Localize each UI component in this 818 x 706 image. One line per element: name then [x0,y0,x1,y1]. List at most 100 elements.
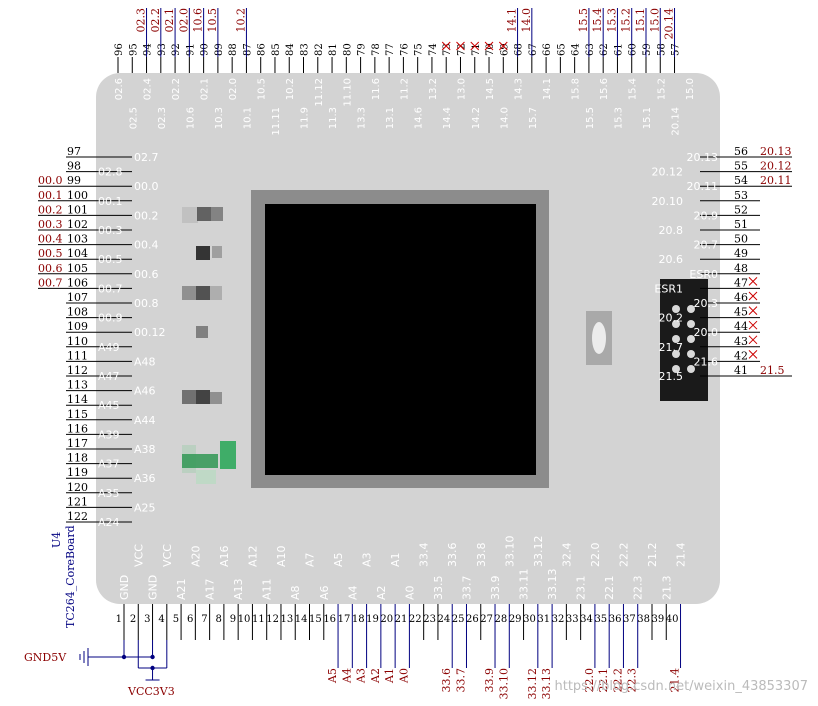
connector-pin [672,350,680,358]
blurred-component [211,207,223,221]
pin-label: 00.12 [134,326,166,339]
pin-number: 89 [214,43,225,56]
pin-number: 78 [371,43,382,56]
net-label: A4 [340,668,353,684]
pin-label: 02.5 [128,107,139,129]
no-connect-mark [748,291,758,301]
pin-number: 96 [114,43,125,56]
pin-label: 10.6 [185,107,196,129]
pin-number: 67 [528,43,539,56]
pin-label: 20.12 [652,166,684,179]
pin-label: 13.2 [428,78,439,100]
blurred-component [196,390,210,404]
pin-number: 44 [734,320,748,333]
pin-number: 24 [437,614,450,625]
pin-number: 56 [734,145,748,158]
pin-label: 00.4 [134,239,159,252]
pin-number: 106 [67,276,88,289]
net-label: 00.2 [38,203,63,216]
pin-number: 1 [116,614,122,625]
pin-label: 00.8 [134,297,159,310]
pin-label: 15.4 [628,78,639,100]
net-label: 10.5 [206,8,219,33]
blurred-component [196,326,208,338]
pin-number: 120 [67,481,88,494]
net-label: A3 [355,668,368,684]
pin-number: 85 [271,43,282,56]
pin-label: 20.0 [694,326,719,339]
pin-number: 110 [67,335,88,348]
pin-number: 43 [734,335,748,348]
pin-number: 60 [628,43,639,56]
blurred-component [197,207,211,221]
pin-label: 22.3 [632,576,645,601]
pin-label: A11 [261,578,274,600]
pin-number: 13 [281,614,294,625]
pin-number: 102 [67,218,88,231]
pin-number: 32 [552,614,565,625]
pin-number: 18 [352,614,365,625]
pin-label: A7 [304,552,317,567]
pin-label: A13 [232,578,245,600]
net-label: 33.7 [454,668,467,693]
blurred-component [196,286,210,300]
pin-number: 115 [67,408,88,421]
pin-number: 39 [652,614,665,625]
blurred-component [182,286,196,300]
pin-label: 33.4 [418,543,431,568]
pin-label: 15.1 [642,107,653,129]
pin-label: 20.14 [671,107,682,136]
pin-number: 19 [366,614,379,625]
pin-label: 22.0 [589,543,602,568]
net-label: 00.5 [38,247,63,260]
pin-label: 00.3 [98,224,123,237]
pin-number: 23 [423,614,436,625]
pin-label: 02.3 [157,107,168,129]
pin-label: A0 [403,585,416,600]
pin-label: 10.5 [257,78,268,100]
net-label: 22.3 [626,668,639,693]
connector-pin [672,365,680,373]
pin-label: 14.5 [485,78,496,100]
net-label: 15.1 [634,8,647,33]
pin-number: 92 [171,43,182,56]
net-label: 20.12 [760,160,792,173]
pin-number: 36 [609,614,622,625]
pin-label: 33.5 [432,576,445,601]
pin-label: 21.2 [646,543,659,568]
pin-number: 122 [67,510,88,523]
net-label: 22.0 [583,668,596,693]
no-connect-mark [484,41,494,51]
net-label: 00.7 [38,276,63,289]
debug-connector [660,279,708,401]
pin-label: ESR0 [689,268,718,281]
core-board-body[interactable] [96,73,720,604]
net-label: 15.4 [591,8,604,33]
pin-number: 15 [309,614,322,625]
pin-label: 21.5 [659,370,684,383]
net-label: 33.12 [526,668,539,700]
pin-number: 53 [734,189,748,202]
pin-number: 63 [585,43,596,56]
pin-label: 11.2 [399,78,410,100]
pin-number: 93 [157,43,168,56]
no-connect-mark [441,41,451,51]
pin-number: 75 [414,43,425,56]
pin-number: 26 [466,614,479,625]
pin-number: 10 [238,614,251,625]
net-label: 02.1 [163,8,176,33]
net-label: 21.4 [669,668,682,693]
component-designator: U4 [50,532,63,548]
net-label: 10.2 [234,8,247,33]
pin-number: 113 [67,379,88,392]
pin-number: 97 [67,145,81,158]
pin-label: A39 [98,428,120,441]
pin-number: 49 [734,247,748,260]
pin-number: 88 [228,43,239,56]
pin-number: 84 [285,43,296,56]
pin-label: 20.7 [694,239,719,252]
pin-label: A21 [175,578,188,600]
pin-label: A2 [375,585,388,600]
